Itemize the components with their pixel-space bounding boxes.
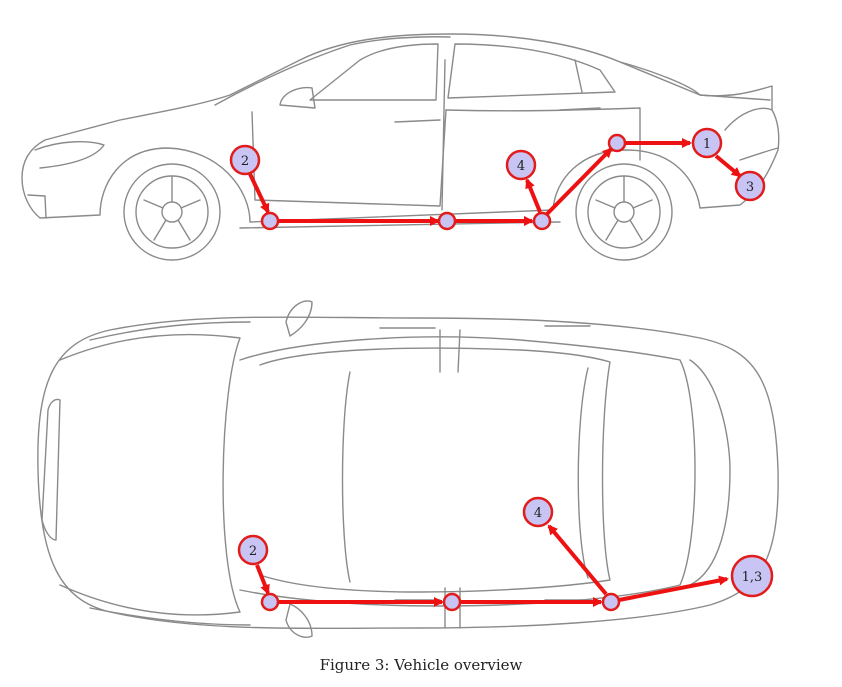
arrow — [547, 524, 608, 596]
car-top-view — [37, 300, 779, 638]
junction-node — [532, 211, 552, 231]
label-node — [730, 554, 774, 598]
label-node-text: 1 — [703, 137, 711, 152]
label-node-text: 3 — [746, 180, 754, 195]
car-side-view — [21, 33, 780, 261]
figure-caption: Figure 3: Vehicle overview — [319, 656, 523, 674]
junction-node — [437, 211, 457, 231]
label-node — [229, 144, 261, 176]
junction-node — [607, 133, 627, 153]
label-node-text: 4 — [534, 506, 542, 521]
arrow — [618, 575, 729, 602]
label-node — [522, 496, 554, 528]
junction-node — [260, 211, 280, 231]
arrow — [545, 147, 613, 216]
label-node-text: 4 — [517, 159, 525, 174]
side-view-annotations: 2 4 1 3 — [229, 127, 766, 231]
arrow — [525, 178, 542, 213]
label-node — [734, 170, 766, 202]
label-node — [505, 149, 537, 181]
junction-node — [601, 592, 621, 612]
label-node-text: 2 — [249, 544, 257, 559]
arrow — [714, 154, 742, 178]
label-node-text: 1,3 — [742, 570, 763, 585]
label-node — [691, 127, 723, 159]
top-view-annotations: 2 4 1,3 — [237, 496, 774, 612]
arrow — [255, 564, 270, 595]
label-node-text: 2 — [241, 154, 249, 169]
arrow — [248, 173, 270, 214]
label-node — [237, 534, 269, 566]
junction-node — [442, 592, 462, 612]
junction-node — [260, 592, 280, 612]
